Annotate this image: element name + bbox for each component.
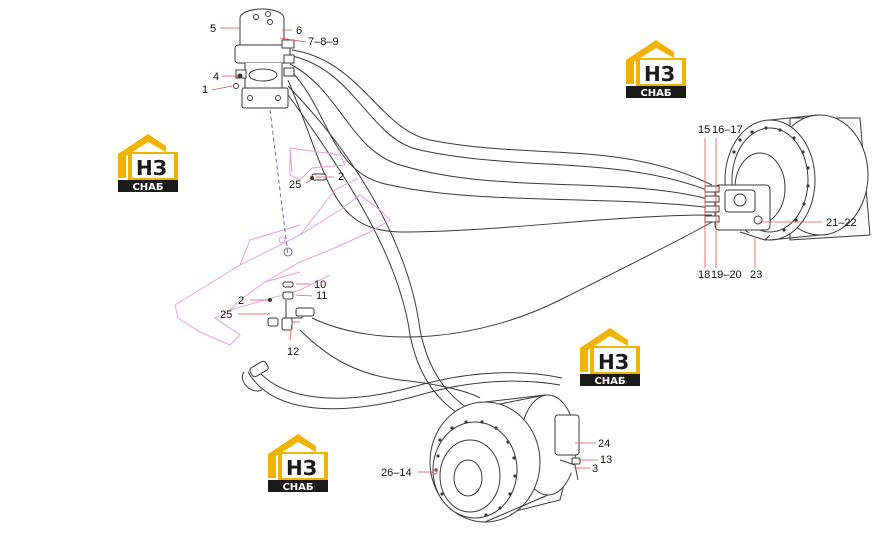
frame-bolt-hole [283, 247, 293, 257]
callout-1: 1 [202, 84, 208, 96]
watermark-logo-1: НЗ СНАБ [118, 134, 178, 193]
right-motor-bolts [732, 126, 810, 232]
callout-24: 24 [598, 438, 610, 450]
frame-bolt-hole-2 [278, 236, 286, 244]
watermark-logo-4: НЗ СНАБ [268, 434, 328, 493]
bolt-4 [237, 73, 243, 79]
watermark-logo-2-bottom: СНАБ [640, 88, 671, 99]
callout-19-20: 19–20 [711, 269, 742, 281]
watermark-logo-3-top: НЗ [598, 350, 629, 374]
watermark-logo-2: НЗ СНАБ [626, 40, 686, 99]
callout-2-upper: 2 [338, 171, 344, 183]
callout-26-14: 26–14 [381, 467, 412, 479]
watermark-logo-1-bottom: СНАБ [132, 182, 163, 193]
bolt-25 [310, 176, 314, 180]
hydraulic-hoses [247, 49, 713, 416]
right-travel-motor [704, 114, 871, 241]
callout-13: 13 [600, 454, 612, 466]
callout-16-17: 16–17 [712, 124, 743, 136]
watermark-logo-2-top: НЗ [644, 62, 675, 86]
track-frame-outline [174, 147, 391, 346]
callout-3: 3 [592, 463, 598, 475]
centerline [269, 109, 289, 256]
watermark-logo-3: НЗ СНАБ [580, 328, 640, 387]
watermark-logo-4-bottom: СНАБ [282, 482, 313, 493]
callout-18: 18 [698, 269, 710, 281]
callout-7-8-9: 7–8–9 [308, 36, 339, 48]
bolt-26 [432, 469, 438, 475]
left-motor-bolts [434, 420, 517, 517]
callout-10: 10 [314, 279, 326, 291]
left-travel-motor [429, 394, 580, 523]
callout-labels: 5 6 7–8–9 4 1 25 2 10 11 2 25 12 15 16–1… [202, 23, 857, 479]
leader-lines [211, 27, 822, 473]
callout-15: 15 [698, 124, 710, 136]
callout-6: 6 [296, 25, 302, 37]
callout-23: 23 [750, 269, 762, 281]
bolt-1 [233, 83, 239, 89]
callout-5: 5 [210, 23, 216, 35]
callout-25-lower: 25 [220, 309, 232, 321]
watermark-logo-1-top: НЗ [136, 156, 167, 180]
callout-12: 12 [287, 346, 299, 358]
watermark-logo-3-bottom: СНАБ [594, 376, 625, 387]
callout-11: 11 [316, 290, 327, 302]
callout-21-22: 21–22 [826, 217, 857, 229]
callout-25-upper: 25 [289, 179, 301, 191]
hose-fittings [242, 173, 581, 465]
callout-2-lower: 2 [238, 295, 244, 307]
bolt-2 [268, 298, 272, 302]
callout-4: 4 [213, 71, 219, 83]
center-swivel-joint [234, 8, 295, 109]
watermark-logo-4-top: НЗ [286, 456, 317, 480]
